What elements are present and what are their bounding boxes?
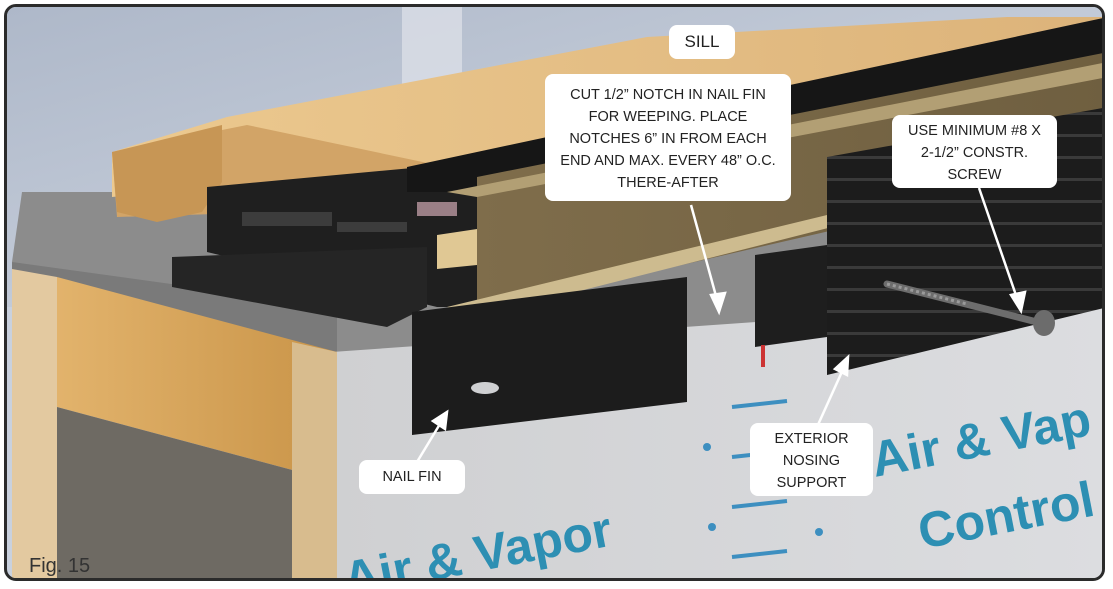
nail-fin-callout: NAIL FIN (359, 460, 465, 494)
figure-frame: Air & Vap Control Air & Vapor SILL CUT 1… (4, 4, 1105, 581)
wall-end-stud (12, 269, 57, 578)
screw-callout: USE MINIMUM #8 X 2-1/2” CONSTR. SCREW (892, 115, 1057, 188)
plywood-sheathing (57, 277, 337, 482)
nail-fin-slot (471, 382, 499, 394)
pink-gasket (417, 202, 457, 216)
frame-back-strip (755, 245, 827, 347)
nosing-leader (815, 364, 847, 428)
screw-head (1033, 310, 1055, 336)
sill-bead (437, 229, 477, 269)
wall-end-stud-inner (292, 342, 337, 578)
nail-fin-plate (412, 277, 687, 435)
leader-arrows (415, 187, 1027, 463)
screw-leader (977, 187, 1021, 305)
figure-label: Fig. 15 (29, 555, 91, 577)
screw-thread (886, 282, 968, 306)
notch-callout: CUT 1/2” NOTCH IN NAIL FIN FOR WEEPING. … (545, 74, 791, 201)
sill-callout: SILL (669, 25, 735, 59)
extrusion-detail-2 (337, 222, 407, 232)
notch-leader (689, 204, 721, 308)
extrusion-detail-1 (242, 212, 332, 226)
nosing-callout: EXTERIOR NOSING SUPPORT (750, 423, 873, 496)
concrete-foundation (57, 407, 337, 578)
wood-sill-end-profile (112, 125, 222, 222)
shim-pad (172, 247, 427, 327)
weep-mark (761, 345, 765, 367)
